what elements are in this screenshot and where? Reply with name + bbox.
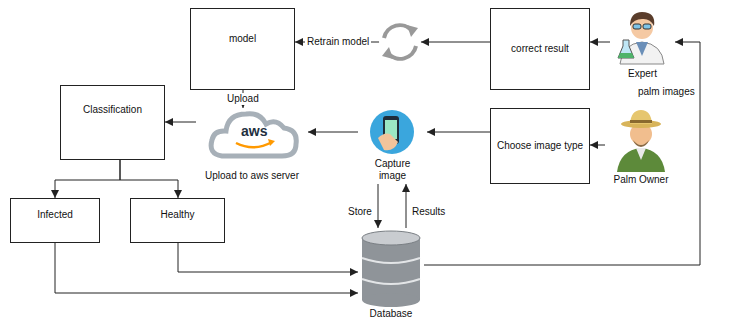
expert-icon: [618, 12, 664, 64]
edge-label: Store: [346, 206, 374, 218]
node-label: Database: [370, 308, 413, 320]
result-box: Infected: [10, 198, 100, 243]
cloud-icon: [211, 114, 296, 156]
connector: [590, 141, 605, 149]
node-label: correct result: [511, 43, 569, 55]
connector-line: [427, 132, 490, 133]
cloud-server: Upload to aws server: [196, 108, 308, 184]
farmer-icon: [617, 110, 665, 172]
process-box: Choose image type: [490, 108, 590, 184]
node-label: Capture image: [361, 158, 424, 182]
edge-label: Upload: [225, 93, 261, 105]
arrow-head: [350, 289, 358, 297]
database-icon: [362, 231, 420, 307]
connector: [590, 38, 610, 46]
owner-figure: Palm Owner: [605, 100, 677, 188]
arrow-head: [374, 220, 382, 228]
edge-label: Retrain model: [305, 36, 371, 48]
node-label: Healthy: [161, 209, 195, 221]
arrow-head: [165, 118, 173, 126]
edge-label: palm images: [636, 86, 697, 98]
connector: [427, 128, 490, 136]
connector-line: [55, 160, 120, 198]
cycle-icon: [379, 21, 429, 63]
connector: [165, 118, 196, 126]
arrow-head: [675, 38, 683, 46]
connector: [120, 160, 182, 198]
connector-line: [178, 243, 358, 272]
arrow-head: [427, 128, 435, 136]
arrow-head: [174, 190, 182, 198]
result-box: correct result: [490, 8, 590, 90]
capture-icon: Capture image: [358, 108, 427, 184]
node-label: Palm Owner: [613, 174, 668, 186]
connector: [51, 160, 120, 198]
connector: [402, 184, 410, 228]
arrow-head: [590, 38, 598, 46]
connector: [178, 243, 358, 276]
result-box: Healthy: [130, 198, 225, 243]
connector: [374, 184, 382, 228]
connector-line: [120, 160, 178, 198]
arrow-head: [402, 184, 410, 192]
logo-text: aws: [241, 124, 267, 138]
node-label: Expert: [628, 68, 657, 80]
edge-label: Results: [410, 206, 447, 218]
node-label: Infected: [37, 209, 73, 221]
phone-icon: [370, 110, 414, 154]
connector: [308, 128, 358, 136]
arrow-head: [590, 141, 598, 149]
node-label: Upload to aws server: [205, 170, 299, 182]
arrow-head: [308, 128, 316, 136]
connector-line: [55, 243, 358, 293]
node-label: Choose image type: [497, 140, 583, 152]
node-label: model: [229, 33, 256, 45]
arrow-head: [51, 190, 59, 198]
database-cylinder: Database: [358, 228, 424, 322]
expert-figure: Expert: [610, 0, 675, 82]
node-label: Classification: [83, 104, 142, 116]
arrow-head: [295, 38, 303, 46]
arrow-head: [350, 268, 358, 276]
connector: [55, 243, 358, 297]
model-box: model: [190, 8, 295, 90]
process-box: Classification: [60, 85, 165, 160]
